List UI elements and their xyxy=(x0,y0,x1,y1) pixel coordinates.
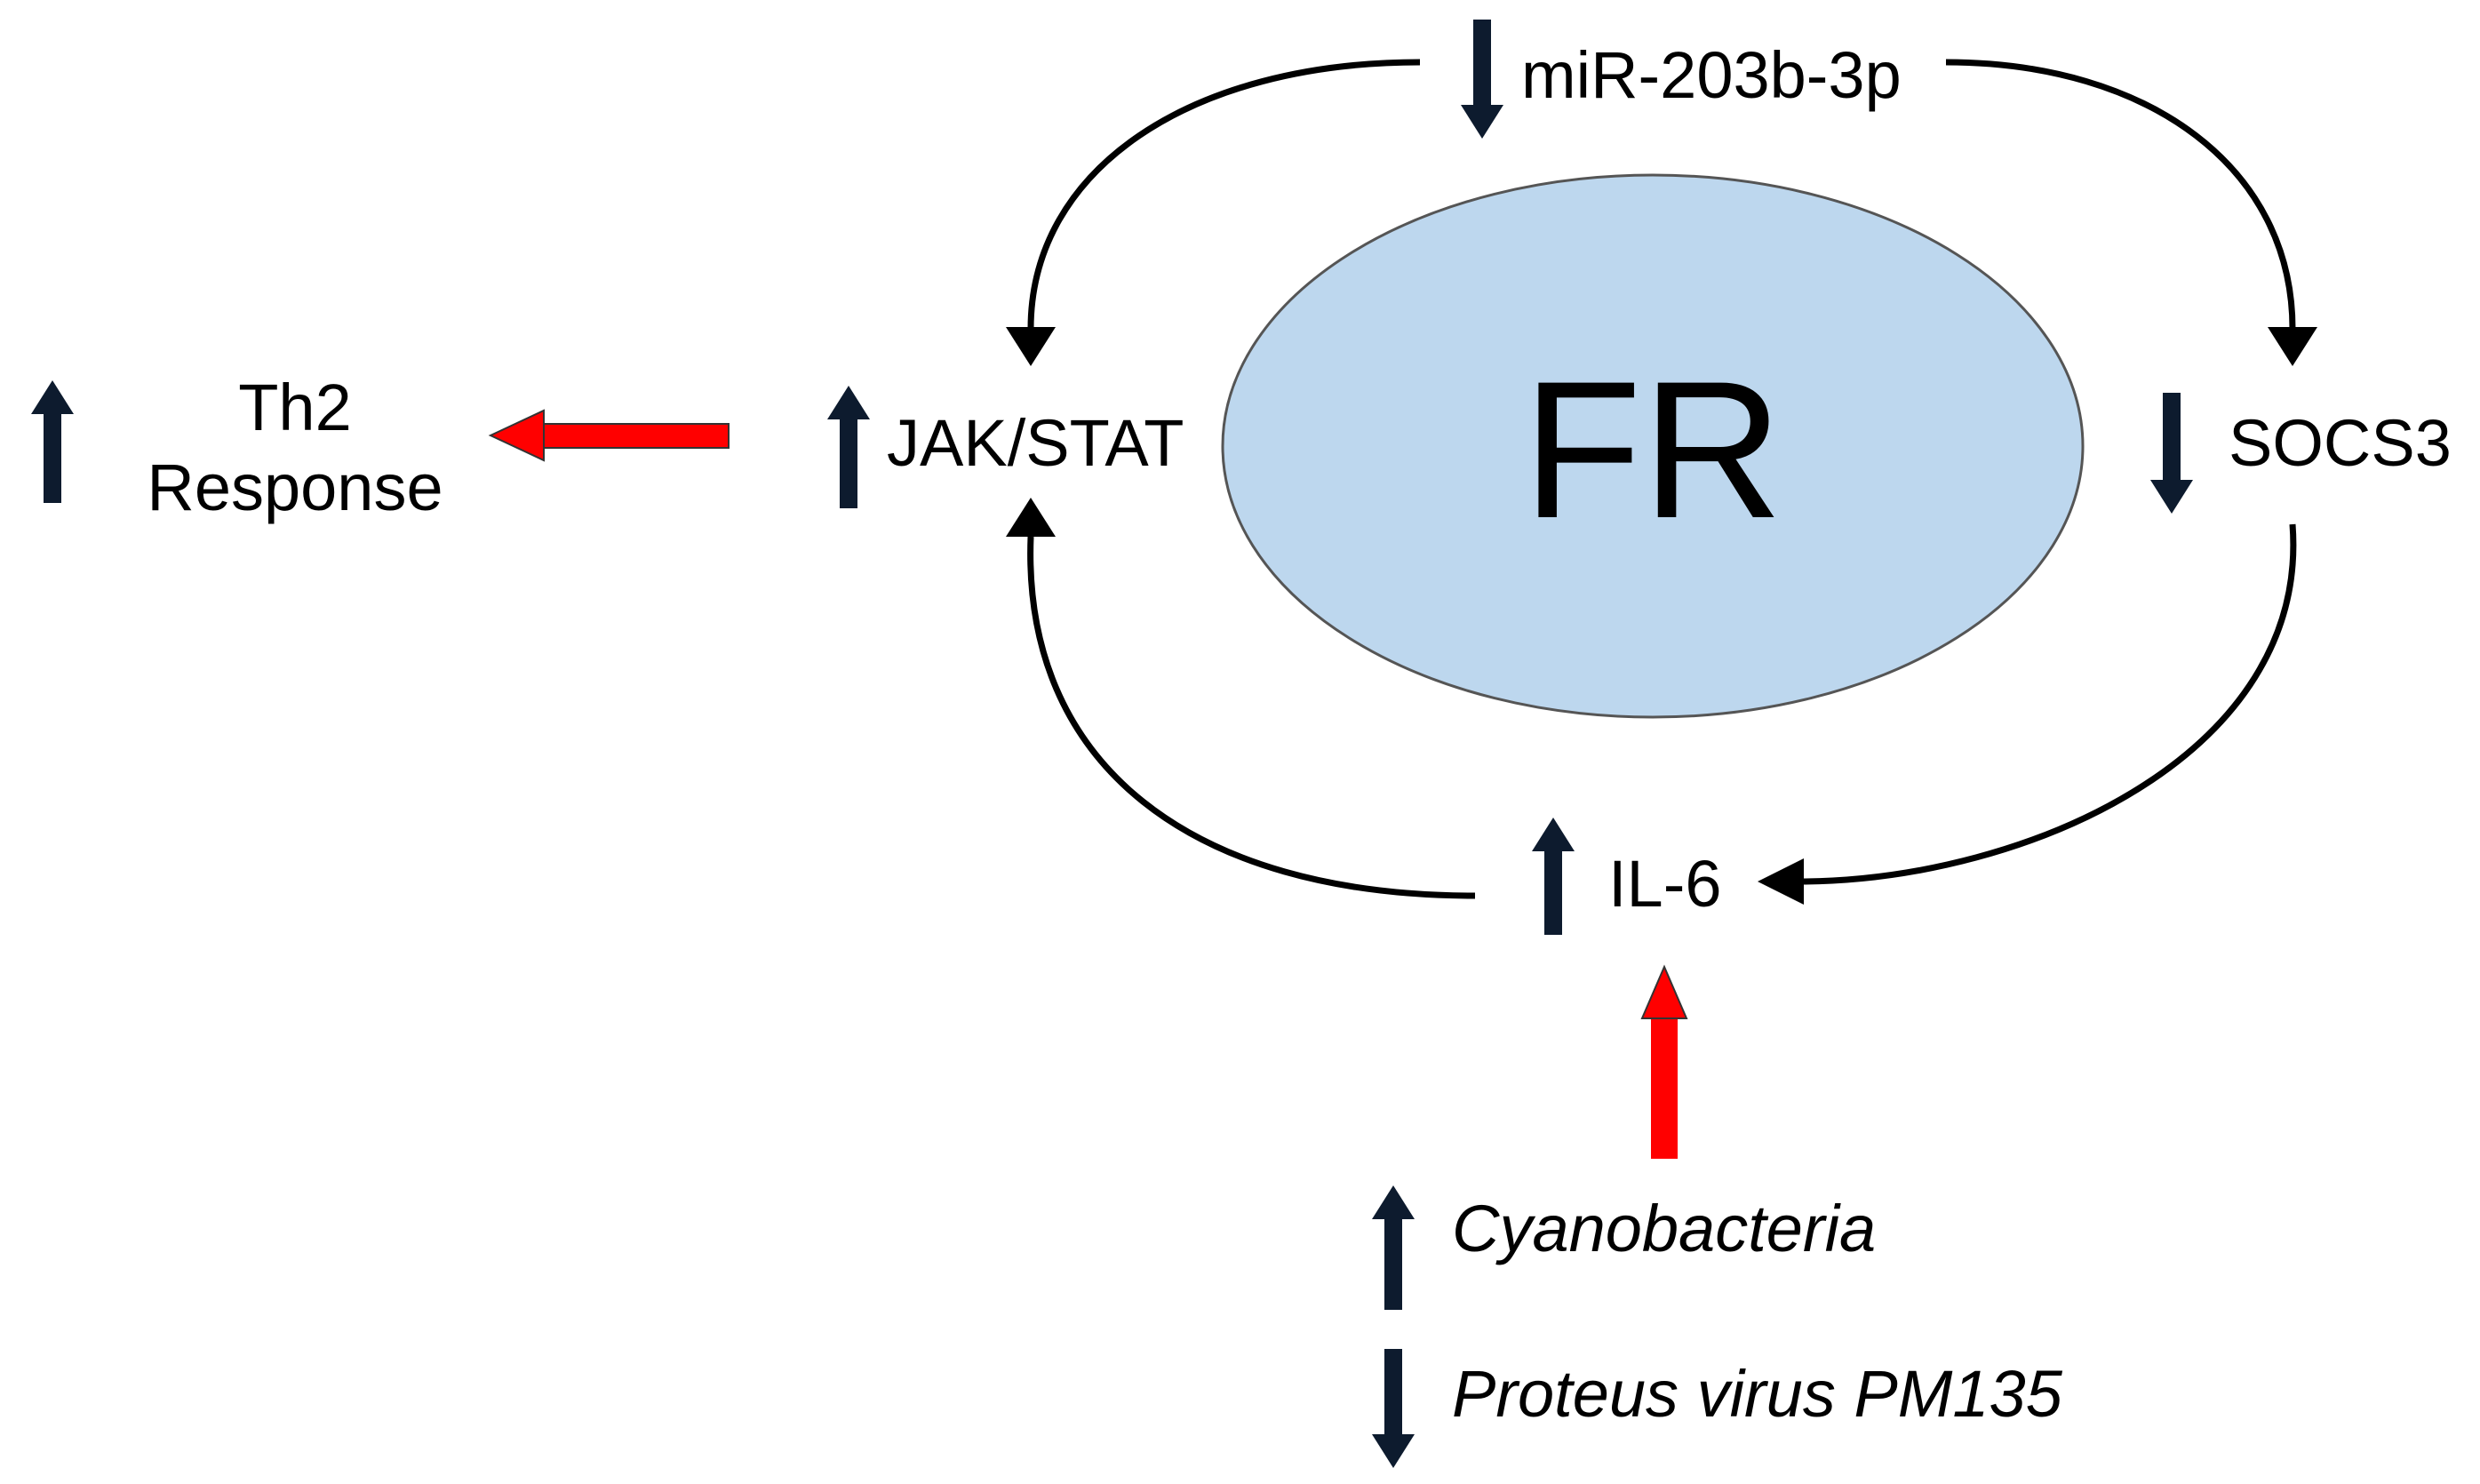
trend-up-arrow-il6 xyxy=(1532,818,1575,935)
node-label-cyanobacteria: Cyanobacteria xyxy=(1452,1192,1876,1265)
trend-up-arrow-cyanobacteria xyxy=(1372,1185,1415,1310)
edge-mir-to-socs3 xyxy=(1945,59,2296,330)
trend-down-arrow-socs3 xyxy=(2150,393,2193,514)
center-label: FR xyxy=(1522,340,1782,559)
trend-up-arrow-th2 xyxy=(31,380,74,503)
center-ellipse xyxy=(1221,173,2085,719)
edge-mir-to-jakstat xyxy=(1027,59,1421,330)
edge-socs3-to-il6 xyxy=(1803,523,2297,885)
edge-socs3-to-il6-head xyxy=(1758,858,1804,905)
node-label-th2-line2: Response xyxy=(147,451,443,524)
trend-down-arrow-mir xyxy=(1461,20,1503,139)
edge-il6-to-jakstat xyxy=(1027,536,1476,899)
node-label-proteus: Proteus virus PM135 xyxy=(1452,1357,2063,1431)
edge-mir-to-jakstat-head xyxy=(1006,327,1056,366)
edge-il6-to-jakstat-head xyxy=(1006,498,1056,537)
node-label-mir: miR-203b-3p xyxy=(1521,38,1902,112)
edge-mir-to-socs3-head xyxy=(2268,327,2317,366)
edge-cyanobacteria-to-il6 xyxy=(1640,964,1688,1159)
node-label-th2-line1: Th2 xyxy=(238,371,352,444)
node-label-socs3: SOCS3 xyxy=(2229,406,2452,480)
node-label-il6: IL-6 xyxy=(1608,847,1722,921)
edge-jakstat-to-th2 xyxy=(488,409,730,462)
node-label-jakstat: JAK/STAT xyxy=(887,406,1184,480)
trend-up-arrow-jakstat xyxy=(827,386,870,508)
trend-down-arrow-proteus xyxy=(1372,1349,1415,1468)
